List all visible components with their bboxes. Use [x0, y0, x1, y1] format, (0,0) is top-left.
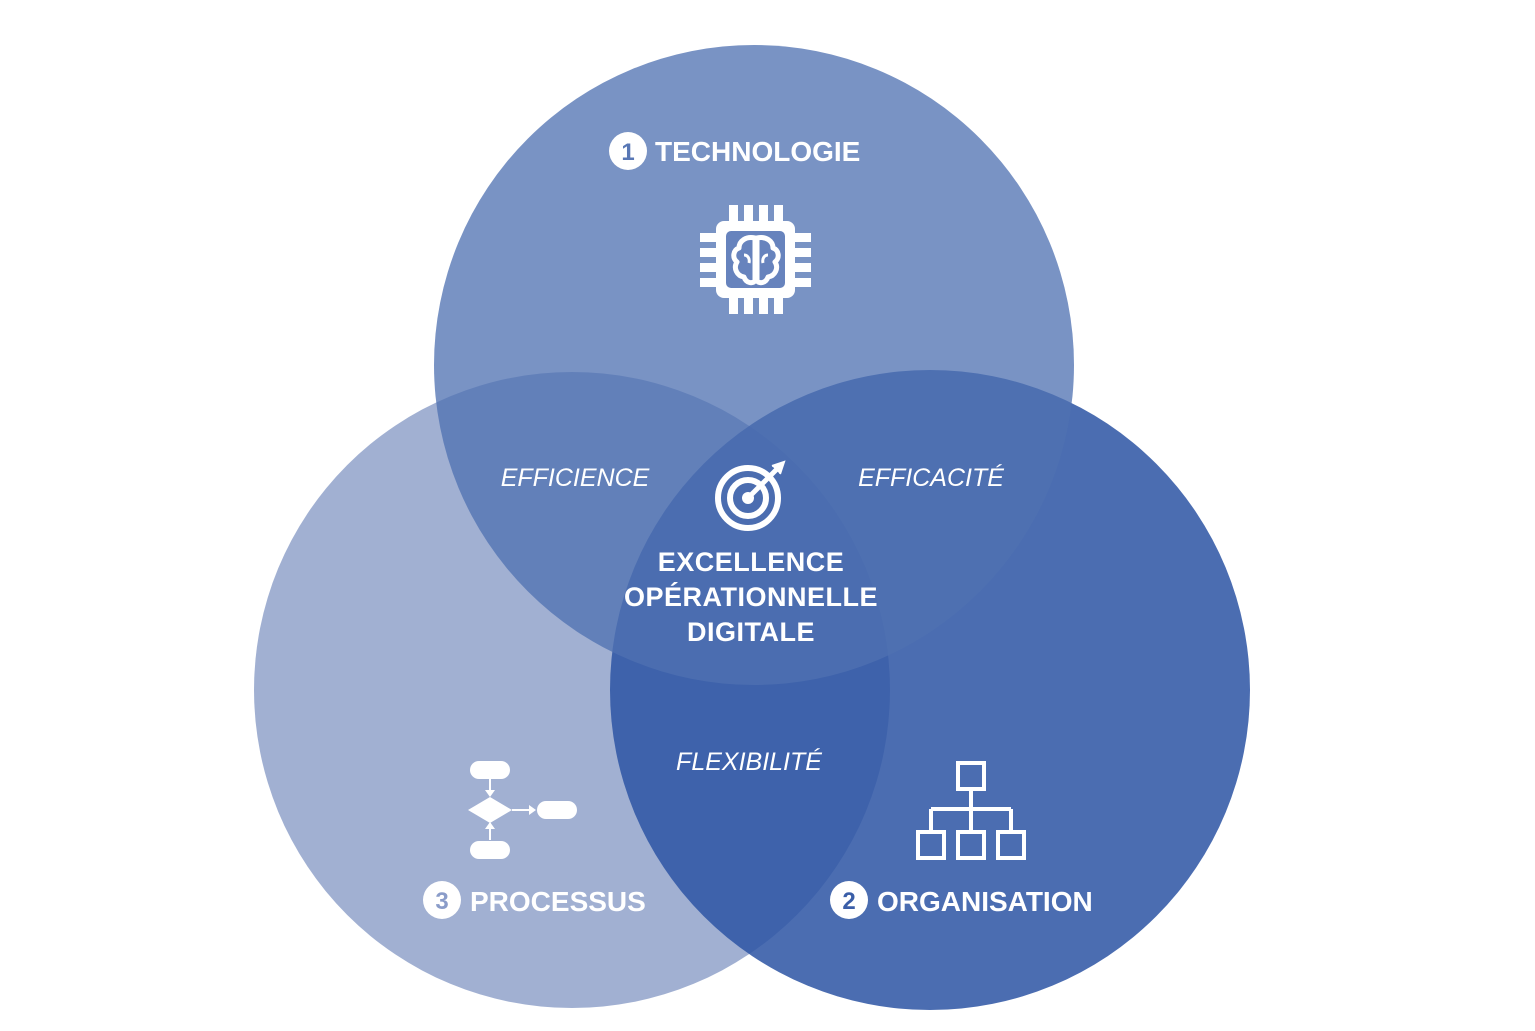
title-processus: 3 PROCESSUS — [423, 881, 646, 919]
center-title: EXCELLENCE OPÉRATIONNELLE DIGITALE — [624, 547, 878, 647]
label-processus: PROCESSUS — [470, 886, 646, 917]
label-efficience: EFFICIENCE — [501, 464, 650, 492]
org-chart-icon — [916, 761, 1026, 860]
number-processus: 3 — [435, 888, 448, 915]
label-efficacite: EFFICACITÉ — [858, 463, 1004, 492]
number-organisation: 2 — [842, 888, 855, 915]
title-organisation: 2 ORGANISATION — [830, 881, 1093, 919]
center-line-3: DIGITALE — [687, 617, 815, 647]
number-technologie: 1 — [621, 139, 634, 166]
number-badge-organisation — [830, 881, 868, 919]
label-flexibilite: FLEXIBILITÉ — [676, 747, 822, 776]
flowchart-icon — [468, 761, 577, 859]
number-badge-technologie — [609, 132, 647, 170]
title-technologie: 1 TECHNOLOGIE — [609, 132, 860, 170]
label-technologie: TECHNOLOGIE — [655, 136, 860, 167]
circle-technologie — [434, 45, 1074, 685]
center-line-2: OPÉRATIONNELLE — [624, 581, 878, 612]
center-line-1: EXCELLENCE — [658, 547, 845, 577]
brain-chip-icon — [700, 205, 811, 314]
target-icon — [715, 460, 786, 531]
number-badge-processus — [423, 881, 461, 919]
label-organisation: ORGANISATION — [877, 886, 1093, 917]
